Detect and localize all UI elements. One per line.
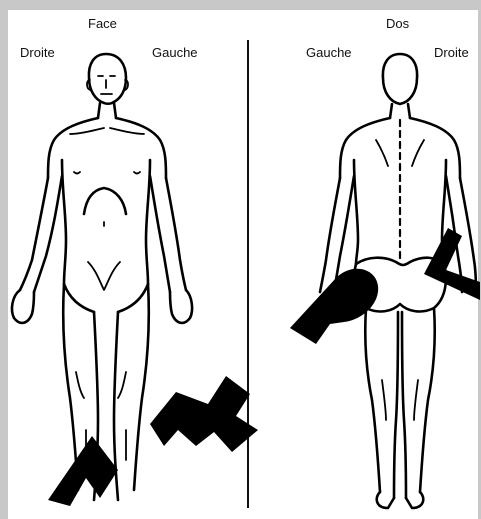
- watermark-letter-m: [150, 376, 258, 452]
- watermark-letter-a: [48, 436, 118, 506]
- watermark: [48, 228, 480, 506]
